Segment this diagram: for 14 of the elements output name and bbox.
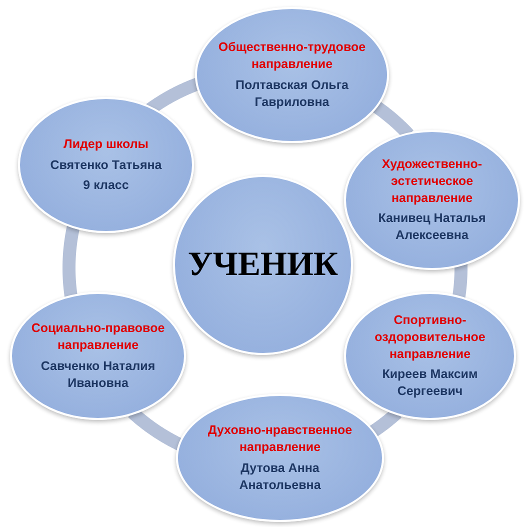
direction-heading: Спортивно-оздоровительное направление bbox=[374, 312, 486, 362]
person-name: Полтавская Ольга Гавриловна bbox=[234, 77, 350, 111]
direction-heading: Художественно-эстетическое направление bbox=[380, 156, 484, 206]
person-name: Канивец Наталья Алексеевна bbox=[377, 210, 487, 244]
center-title: УЧЕНИК bbox=[188, 245, 338, 286]
direction-heading: Социально-правовое направление bbox=[30, 320, 166, 354]
direction-heading: Общественно-трудовое направление bbox=[217, 39, 367, 73]
person-name: Святенко Татьяна bbox=[50, 156, 162, 174]
grade-text: 9 класс bbox=[83, 177, 129, 194]
person-name: Киреев Максим Сергеевич bbox=[381, 366, 479, 400]
person-name: Савченко Наталия Ивановна bbox=[40, 358, 156, 392]
direction-heading: Духовно-нравственное направление bbox=[206, 422, 354, 456]
direction-heading: Лидер школы bbox=[64, 136, 148, 153]
person-name: Дутова Анна Анатольевна bbox=[238, 460, 322, 494]
